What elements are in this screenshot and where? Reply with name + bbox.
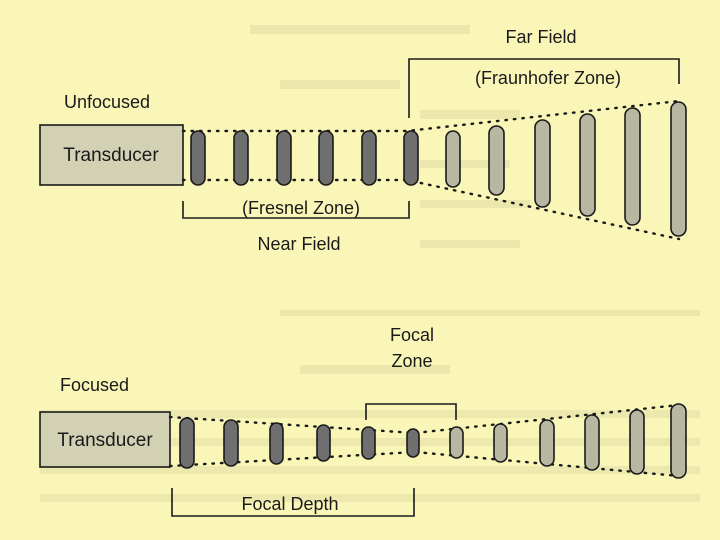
focused-beam-top-edge [168,403,681,435]
unfocused-beam-bottom-edge [181,178,681,241]
far-field-element [670,101,687,237]
near-field-element [403,130,419,186]
focal-zone-label-line2: Zone [391,351,432,371]
far-field-label: Far Field [505,27,576,47]
far-field-element [534,119,551,208]
near-field-bracket [182,201,410,219]
focused-element [316,424,331,462]
focused-element [539,419,555,467]
focal-depth-label: Focal Depth [241,494,338,514]
near-field-element [276,130,292,186]
unfocused-label: Unfocused [64,92,150,112]
focused-transducer-label: Transducer [57,430,153,451]
focused-element [179,417,195,469]
focused-transducer [39,411,171,468]
focal-zone-label-line1: Focal [390,325,434,345]
focused-element [361,426,376,460]
focal-depth-bracket [171,488,415,517]
focused-element [629,409,645,475]
focused-elements [179,403,687,479]
near-field-elements [190,130,419,186]
focused-element [406,428,420,458]
near-field-label: Near Field [257,234,340,254]
focused-label: Focused [60,375,129,395]
near-field-element [190,130,206,186]
far-field-element [488,125,505,196]
focused-element [670,403,687,479]
focused-element [223,419,239,467]
near-field-element [233,130,249,186]
unfocused-section: Unfocused Transducer Far Field (Fraunho [39,27,687,254]
unfocused-transducer-label: Transducer [63,145,159,166]
focused-element [449,426,464,459]
unfocused-transducer [39,124,184,186]
focused-element [493,423,508,463]
near-field-element [361,130,377,186]
far-field-element [624,107,641,226]
focused-element [584,414,600,471]
fraunhofer-zone-label: (Fraunhofer Zone) [475,68,621,88]
far-field-element [445,130,461,188]
focal-zone-bracket [365,403,457,420]
far-field-element [579,113,596,217]
fresnel-zone-label: (Fresnel Zone) [242,198,360,218]
far-field-elements [445,101,687,237]
near-field-element [318,130,334,186]
focused-element [269,422,284,465]
focused-section: Focused Transducer Focal Zone Focal Dept [39,325,687,517]
far-field-bracket [408,58,680,118]
